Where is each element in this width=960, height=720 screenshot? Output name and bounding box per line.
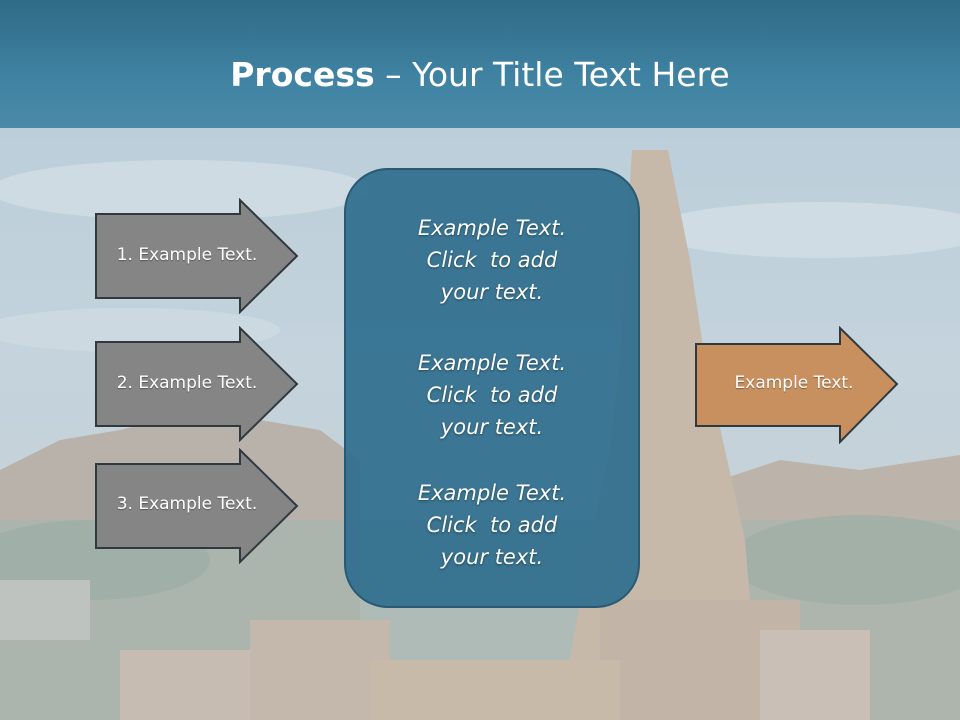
paragraph-1-line-2: Click to add — [426, 248, 558, 272]
left-arrow-2[interactable] — [94, 326, 300, 442]
left-arrow-2-label: 2. Example Text. — [116, 373, 258, 393]
center-paragraph-2: Example Text. Click to add your text. — [344, 347, 640, 443]
right-arrow[interactable] — [694, 326, 900, 444]
left-arrow-3[interactable] — [94, 448, 300, 564]
right-arrow-label: Example Text. — [734, 373, 854, 393]
slide-title[interactable]: Process – Your Title Text Here — [0, 50, 960, 100]
paragraph-3-line-2: Click to add — [426, 513, 558, 537]
left-arrow-3-label: 3. Example Text. — [116, 494, 258, 514]
paragraph-2-line-3: your text. — [440, 415, 544, 439]
center-paragraph-1: Example Text. Click to add your text. — [344, 212, 640, 308]
center-paragraph-3: Example Text. Click to add your text. — [344, 477, 640, 573]
paragraph-3-line-3: your text. — [440, 545, 544, 569]
left-arrow-1[interactable] — [94, 198, 300, 314]
title-rest: – Your Title Text Here — [374, 55, 730, 94]
title-strong: Process — [230, 55, 375, 94]
paragraph-1-line-3: your text. — [440, 280, 544, 304]
title-band — [0, 0, 960, 128]
center-text-box[interactable] — [344, 168, 640, 608]
paragraph-1-line-1: Example Text. — [417, 216, 567, 240]
paragraph-3-line-1: Example Text. — [417, 481, 567, 505]
left-arrow-1-label: 1. Example Text. — [116, 245, 258, 265]
paragraph-2-line-2: Click to add — [426, 383, 558, 407]
paragraph-2-line-1: Example Text. — [417, 351, 567, 375]
